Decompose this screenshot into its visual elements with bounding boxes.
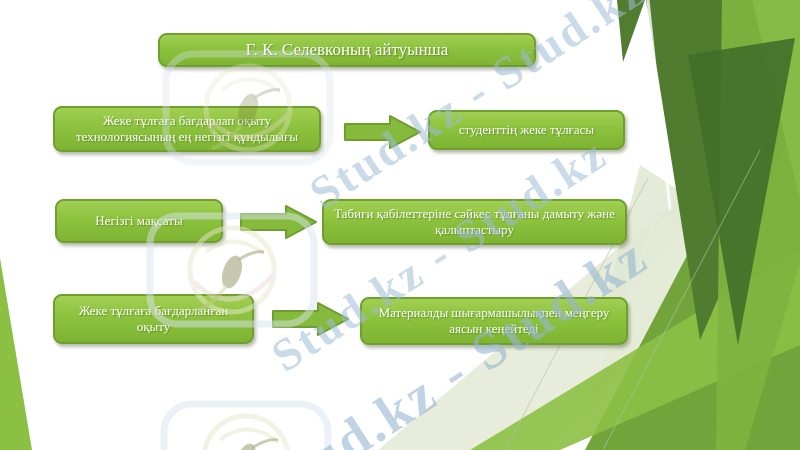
row3-source-label: Жеке тұлғаға бағдарланған оқыту	[78, 302, 229, 334]
title-box: Г. К. Селевконың айтуынша	[158, 33, 536, 67]
row2-target-label: Табиғи қабілеттеріне сәйкес тұлғаны дамы…	[334, 205, 615, 237]
row2-target-box: Табиғи қабілеттеріне сәйкес тұлғаны дамы…	[322, 199, 627, 245]
row3-target-box: Материалды шығармашылықпен меңгеру аясын…	[360, 297, 628, 345]
dark-green-sliver	[617, 0, 645, 62]
row1-source-label: Жеке тұлғаға бағдарлап оқыту технологияс…	[75, 112, 299, 144]
dark-down-wedge	[688, 38, 795, 345]
right-arrow-icon	[272, 302, 349, 336]
row3-target-label: Материалды шығармашылықпен меңгеру аясын…	[378, 304, 610, 336]
right-arrow-icon	[344, 115, 421, 149]
white-seam	[646, 0, 672, 211]
slide-title: Г. К. Селевконың айтуынша	[245, 40, 449, 60]
row1-source-box: Жеке тұлғаға бағдарлап оқыту технологияс…	[53, 106, 321, 152]
row2-source-label: Негізгі мақсаты	[95, 212, 183, 228]
row3-source-box: Жеке тұлғаға бағдарланған оқыту	[53, 294, 254, 344]
thin-line-2	[602, 149, 761, 450]
row1-target-box: студенттің жеке тұлғасы	[428, 110, 625, 150]
row2-source-box: Негізгі мақсаты	[55, 199, 223, 243]
row1-target-label: студенттің жеке тұлғасы	[458, 121, 595, 137]
right-arrow-icon	[240, 205, 317, 239]
left-green-wedge	[0, 258, 32, 450]
